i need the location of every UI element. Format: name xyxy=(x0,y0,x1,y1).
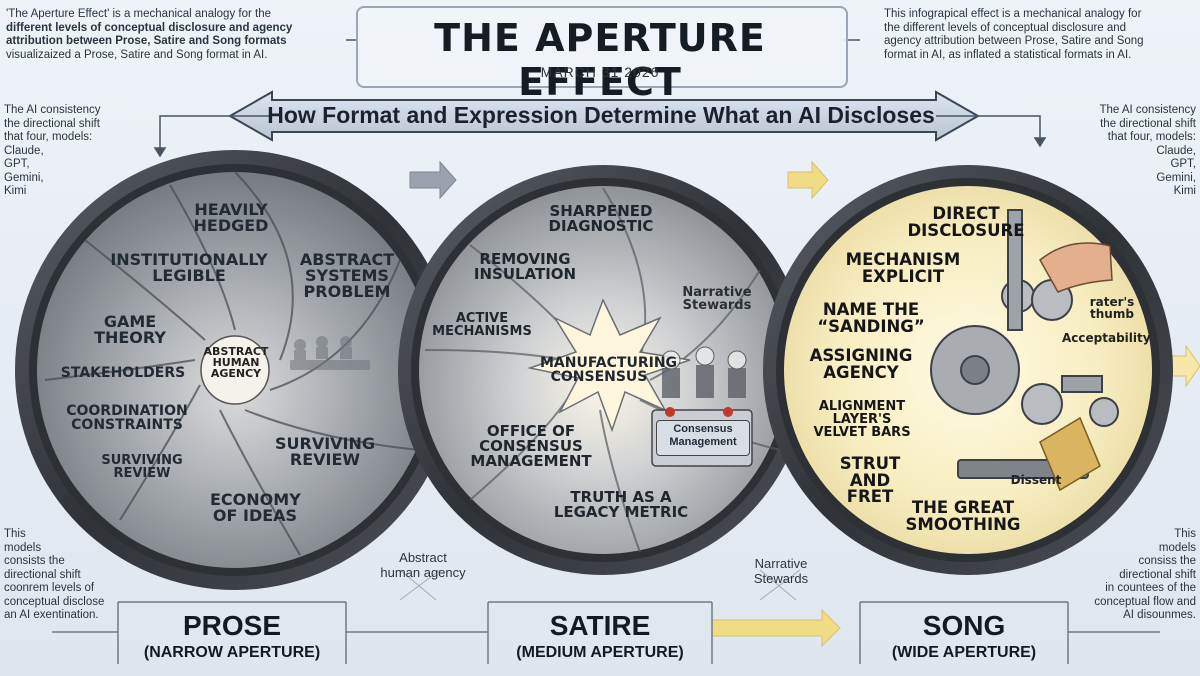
note-line: an AI exentination. xyxy=(4,609,99,621)
note-line: GPT, xyxy=(4,158,30,170)
satire-label-narrative-stewards: Narrative Stewards xyxy=(682,285,752,313)
prose-label-stakeholders: STAKEHOLDERS xyxy=(60,365,186,381)
note-line: in countees of the xyxy=(1105,582,1196,594)
note-line: Gemini, xyxy=(4,171,44,184)
arrow-prose-to-satire xyxy=(409,160,457,200)
satire-label-sharpened-diagnostic: SHARPENED DIAGNOSTIC xyxy=(548,202,654,235)
note-line: The AI consistency xyxy=(1099,104,1196,116)
prose-label-center: ABSTRACT HUMAN AGENCY xyxy=(203,345,269,380)
bottom-left-note: This models consists the directional shi… xyxy=(4,528,122,623)
prose-label-economy-of-ideas: ECONOMY OF IDEAS xyxy=(210,490,301,525)
prose-label-heavily-hedged: HEAVILY HEDGED xyxy=(193,200,269,235)
left-models-note: The AI consistency the directional shift… xyxy=(4,104,124,199)
note-line: the directional shift xyxy=(4,117,100,130)
top-left-note: 'The Aperture Effect' is a mechanical an… xyxy=(6,8,346,62)
right-models-note: The AI consistency the directional shift… xyxy=(1076,104,1196,199)
prose-label-coordination-constraints: COORDINATION CONSTRAINTS xyxy=(66,403,188,433)
annotation-narrative-stewards: Narrative Stewards xyxy=(753,556,809,586)
note-line: directional shift xyxy=(4,568,81,581)
note-line: 'The Aperture Effect' is a mechanical an… xyxy=(6,8,271,20)
prose-label-surviving-review: SURVIVING REVIEW xyxy=(274,434,376,469)
note-line: This xyxy=(1174,528,1196,540)
satire-label-active-mechanisms: ACTIVE MECHANISMS xyxy=(432,311,532,339)
song-label-dissent: Dissent xyxy=(1010,473,1062,487)
prose-label-game-theory: GAME THEORY xyxy=(94,312,166,347)
satire-format-name: SATIRE xyxy=(549,610,651,641)
satire-format-aperture: (MEDIUM APERTURE) xyxy=(516,644,684,661)
note-line: models xyxy=(1158,541,1196,554)
satire-label-manufacturing-consensus: MANUFACTURING CONSENSUS xyxy=(540,355,678,385)
note-line: This xyxy=(4,528,26,540)
note-line: This infograpical effect is a mechanical… xyxy=(884,8,1142,20)
song-label-alignment-layers: ALIGNMENT LAYER'S VELVET BARS xyxy=(813,399,911,440)
song-format-name: SONG xyxy=(922,610,1006,641)
prose-label-institutionally-legible: INSTITUTIONALLY LEGIBLE xyxy=(110,250,268,285)
note-line: agency attribution between Prose, Satire… xyxy=(884,35,1144,47)
connector-lines xyxy=(153,39,1047,158)
note-line: AI disounmes. xyxy=(1123,609,1196,621)
prose-lens xyxy=(15,150,455,590)
prose-label-surviving-review-small: SURVIVING REVIEW xyxy=(101,453,183,481)
song-label-assigning-agency: ASSIGNING AGENCY xyxy=(809,346,913,382)
note-line: Kimi xyxy=(1173,185,1196,197)
satire-label-office-of-consensus-management: OFFICE OF CONSENSUS MANAGEMENT xyxy=(470,422,592,470)
note-line: format in AI, as inflated a statistical … xyxy=(884,48,1132,61)
note-line: the directional shift xyxy=(1100,117,1196,130)
note-line: consists the xyxy=(4,555,65,567)
consensus-management-box: Consensus Management xyxy=(656,420,750,456)
prose-format-aperture: (NARROW APERTURE) xyxy=(143,644,321,661)
note-line: consiss the xyxy=(1138,555,1196,567)
song-format-aperture: (WIDE APERTURE) xyxy=(891,644,1037,661)
note-line: models xyxy=(4,541,42,554)
title-frame xyxy=(356,6,848,88)
note-line: Gemini, xyxy=(1156,171,1196,184)
satire-lens xyxy=(398,165,808,575)
page-subtitle: How Format and Expression Determine What… xyxy=(267,102,935,128)
note-line: The AI consistency xyxy=(4,104,101,116)
note-line: that four, models: xyxy=(1107,131,1196,143)
top-right-note: This infograpical effect is a mechanical… xyxy=(884,8,1196,62)
note-line: that four, models: xyxy=(4,131,93,143)
note-line: conceptual flow and xyxy=(1094,595,1196,608)
note-line: GPT, xyxy=(1170,158,1196,170)
note-line: the different levels of conceptual discl… xyxy=(884,21,1127,34)
note-line: coonrem levels of xyxy=(4,582,95,594)
prose-label-abstract-systems-problem: ABSTRACT SYSTEMS PROBLEM xyxy=(299,250,395,301)
arrow-satire-to-song xyxy=(787,160,829,200)
satire-label-truth-as-legacy-metric: TRUTH AS A LEGACY METRIC xyxy=(553,488,689,521)
satire-label-removing-insulation: REMOVING INSULATION xyxy=(473,250,577,283)
song-label-strut-and-fret: STRUT AND FRET xyxy=(839,454,901,506)
page-title: THE APERTURE EFFECT xyxy=(434,16,766,104)
note-line: Claude, xyxy=(1156,144,1196,157)
song-label-name-the-sanding: NAME THE “SANDING” xyxy=(817,300,925,336)
song-label-raters-thumb: rater's thumb xyxy=(1089,295,1135,321)
annotation-abstract-human-agency: Abstract human agency xyxy=(380,550,466,580)
note-line: Claude, xyxy=(4,144,44,157)
note-line: different levels of conceptual disclosur… xyxy=(6,21,293,34)
song-lens xyxy=(763,165,1173,575)
prose-format-name: PROSE xyxy=(182,610,282,641)
page-date: MARCH 31 2026 xyxy=(540,64,660,80)
note-line: directional shift xyxy=(1119,568,1196,581)
bottom-right-note: This models consiss the directional shif… xyxy=(1086,528,1196,623)
note-line: attribution between Prose, Satire and So… xyxy=(6,35,287,47)
song-label-acceptability: Acceptability xyxy=(1062,331,1151,345)
note-line: Kimi xyxy=(4,185,27,197)
song-label-mechanism-explicit: MECHANISM EXPLICIT xyxy=(845,250,961,286)
arrow-satire-label-to-song-label xyxy=(711,608,841,648)
song-label-the-great-smoothing: THE GREAT SMOOTHING xyxy=(905,498,1021,534)
label-frames xyxy=(52,601,1160,664)
song-label-direct-disclosure: DIRECT DISCLOSURE xyxy=(907,204,1025,240)
note-line: conceptual disclose xyxy=(4,595,105,608)
note-line: visualizaized a Prose, Satire and Song f… xyxy=(6,48,268,61)
